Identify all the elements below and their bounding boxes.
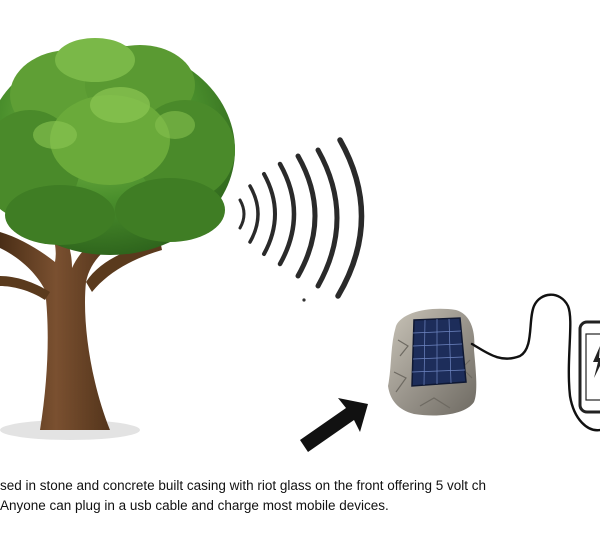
stone-texture (419, 397, 451, 409)
caption-line-2: Anyone can plug in a usb cable and charg… (0, 498, 389, 513)
signal-wave-4 (277, 161, 297, 267)
signal-wave-7 (335, 137, 365, 299)
tree-illustration (0, 38, 235, 440)
tree-canopy-highlight (33, 121, 77, 149)
signal-wave-1 (238, 198, 246, 230)
tree-canopy-cluster (55, 38, 135, 82)
signal-wave-3 (262, 172, 277, 256)
tree-branch-right (86, 240, 162, 292)
tree-canopy-cluster (115, 178, 225, 242)
signal-wave-2 (248, 184, 260, 244)
tree-trunk (0, 212, 124, 430)
mobile-phone-icon (578, 320, 600, 414)
pointer-arrow-shape (300, 398, 368, 452)
usb-cable (470, 293, 600, 432)
stone-texture (397, 339, 409, 357)
stone-texture (393, 371, 407, 393)
phone-charging-bolt (593, 346, 600, 378)
signal-dot (302, 298, 306, 302)
pointer-arrow (300, 398, 368, 452)
solar-panel-grid (411, 318, 466, 386)
tree-canopy-highlight (90, 87, 150, 123)
caption-line-1: sed in stone and concrete built casing w… (0, 478, 487, 493)
tree-canopy-highlight (155, 111, 195, 139)
solar-panel (411, 317, 467, 387)
wifi-signal-waves (238, 137, 365, 299)
tree-branch-left-lower (0, 276, 50, 300)
phone-screen (585, 333, 600, 401)
signal-wave-5 (295, 153, 318, 279)
caption: sed in stone and concrete built casing w… (0, 476, 600, 516)
stone-solar-charger (388, 308, 477, 416)
signal-wave-6 (315, 147, 340, 289)
tree-canopy-cluster (5, 185, 115, 245)
